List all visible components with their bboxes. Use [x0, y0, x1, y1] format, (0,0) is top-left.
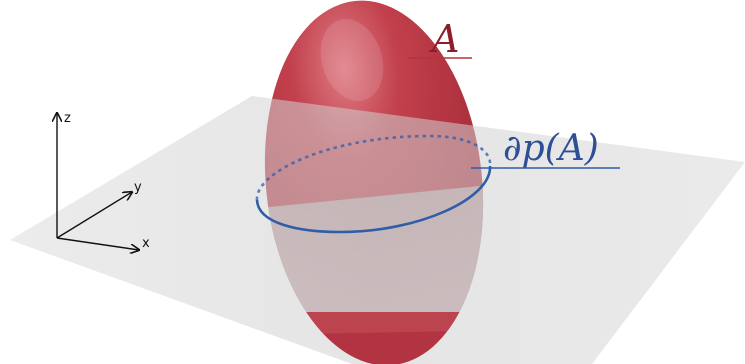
- x-axis-label: x: [142, 236, 150, 251]
- coordinate-axes: [57, 113, 139, 250]
- x-axis: [56, 237, 139, 250]
- set-label: A: [429, 17, 459, 61]
- y-axis-label: y: [134, 180, 142, 195]
- boundary-curve: [255, 134, 620, 234]
- y-axis: [56, 192, 132, 239]
- boundary-label: ∂p(A): [503, 128, 599, 169]
- z-axis-label: z: [64, 111, 71, 126]
